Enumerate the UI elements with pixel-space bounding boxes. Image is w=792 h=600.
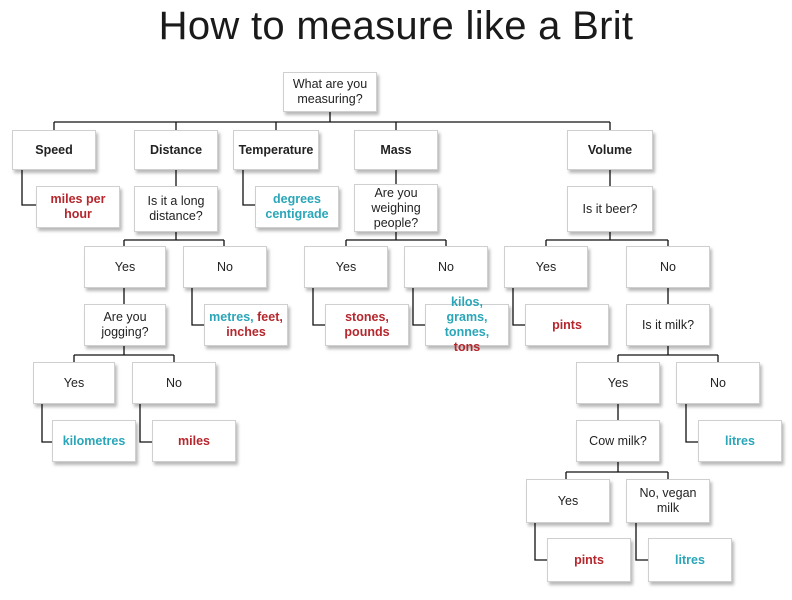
unit-inches: inches [226, 325, 266, 339]
node-text: Are you jogging? [101, 310, 149, 339]
node-beer-question: Is it beer? [567, 186, 653, 232]
node-kilometres: kilometres [52, 420, 136, 462]
connector-milk [617, 346, 719, 364]
connector-wp-no [412, 288, 425, 326]
node-beer-yes: Yes [504, 246, 588, 288]
node-text: Yes [607, 375, 629, 390]
unit-tonnes: tonnes, [444, 325, 490, 339]
connector-long-distance [123, 232, 225, 248]
node-distance: Distance [134, 130, 218, 170]
node-root-question: What are you measuring? [283, 72, 377, 112]
node-volume: Volume [567, 130, 653, 170]
node-text: Yes [557, 493, 579, 508]
node-weighing-yes: Yes [304, 246, 388, 288]
node-text: Is it a long distance? [147, 194, 205, 223]
connector-cow-milk [565, 462, 669, 481]
connector-beer-yes [512, 288, 525, 326]
connector-beer [545, 232, 669, 248]
node-text: Temperature [238, 142, 314, 157]
node-text: Is it milk? [641, 317, 695, 332]
node-text: Yes [63, 375, 85, 390]
node-text: No [166, 375, 182, 390]
node-degrees-centigrade: degrees centigrade [255, 186, 339, 228]
node-text: Volume [587, 142, 633, 157]
node-text: kilos, grams, tonnes, tons [430, 295, 504, 355]
node-milk-yes: Yes [576, 362, 660, 404]
node-long-distance-no: No [183, 246, 267, 288]
node-litres-not-milk: litres [698, 420, 782, 462]
node-text: metres, feet, inches [209, 310, 283, 340]
node-text: litres [675, 552, 705, 567]
node-text: kilometres [62, 433, 126, 448]
node-text: No [710, 375, 726, 390]
node-text: Yes [535, 259, 557, 274]
connector-temperature [242, 170, 255, 206]
connector-jogging [73, 346, 175, 364]
node-text: Distance [149, 142, 203, 157]
connector-jog-yes [41, 404, 52, 443]
node-text: miles [178, 433, 210, 448]
node-stones-pounds: stones, pounds [325, 304, 409, 346]
node-cow-milk-yes: Yes [526, 479, 610, 523]
node-pints-beer: pints [525, 304, 609, 346]
connector-weighing [345, 232, 447, 248]
unit-kilos: kilos, [451, 295, 483, 309]
node-miles-per-hour: miles per hour [36, 186, 120, 228]
node-cow-milk-question: Cow milk? [576, 420, 660, 462]
node-metres-feet-inches: metres, feet, inches [204, 304, 288, 346]
node-long-distance-question: Is it a long distance? [134, 186, 218, 232]
node-miles: miles [152, 420, 236, 462]
connector-root [53, 112, 611, 132]
diagram-title: How to measure like a Brit [158, 4, 634, 48]
connector-jog-no [139, 404, 152, 443]
node-long-distance-yes: Yes [84, 246, 166, 288]
node-text: No [660, 259, 676, 274]
node-text: degrees centigrade [265, 192, 329, 221]
node-speed: Speed [12, 130, 96, 170]
node-cow-milk-no-vegan: No, vegan milk [626, 479, 710, 523]
node-text: pints [574, 552, 604, 567]
node-text: No [438, 259, 454, 274]
node-text: Cow milk? [589, 433, 647, 448]
node-text: Speed [35, 142, 73, 157]
node-milk-no: No [676, 362, 760, 404]
node-mass: Mass [354, 130, 438, 170]
unit-metres: metres, [209, 310, 254, 324]
node-text: No, vegan milk [639, 486, 697, 515]
node-text: Are you weighing people? [371, 185, 421, 230]
connector-speed [21, 170, 36, 206]
node-litres-vegan-milk: litres [648, 538, 732, 582]
unit-grams: grams, [446, 310, 488, 324]
connector-cow-no [635, 523, 648, 561]
node-jogging-no: No [132, 362, 216, 404]
unit-tons: tons [453, 340, 481, 354]
node-text: litres [725, 433, 755, 448]
node-jogging-question: Are you jogging? [84, 304, 166, 346]
connector-milk-no [685, 404, 698, 443]
node-jogging-yes: Yes [33, 362, 115, 404]
node-text: miles per hour [50, 192, 106, 221]
node-kilos-grams-tonnes-tons: kilos, grams, tonnes, tons [425, 295, 509, 354]
node-text: stones, pounds [344, 310, 390, 339]
connector-cow-yes [534, 523, 547, 561]
node-weighing-no: No [404, 246, 488, 288]
node-text: What are you measuring? [292, 77, 368, 106]
node-pints-cow-milk: pints [547, 538, 631, 582]
node-milk-question: Is it milk? [626, 304, 710, 346]
node-weighing-people-question: Are you weighing people? [354, 184, 438, 232]
connector-wp-yes [312, 288, 325, 326]
node-text: pints [552, 317, 582, 332]
node-text: Is it beer? [582, 201, 638, 216]
node-text: Yes [114, 259, 136, 274]
connector-ld-no [191, 288, 204, 326]
node-text: No [217, 259, 233, 274]
node-beer-no: No [626, 246, 710, 288]
node-text: Mass [380, 142, 412, 157]
unit-feet: feet, [257, 310, 283, 324]
node-temperature: Temperature [233, 130, 319, 170]
node-text: Yes [335, 259, 357, 274]
